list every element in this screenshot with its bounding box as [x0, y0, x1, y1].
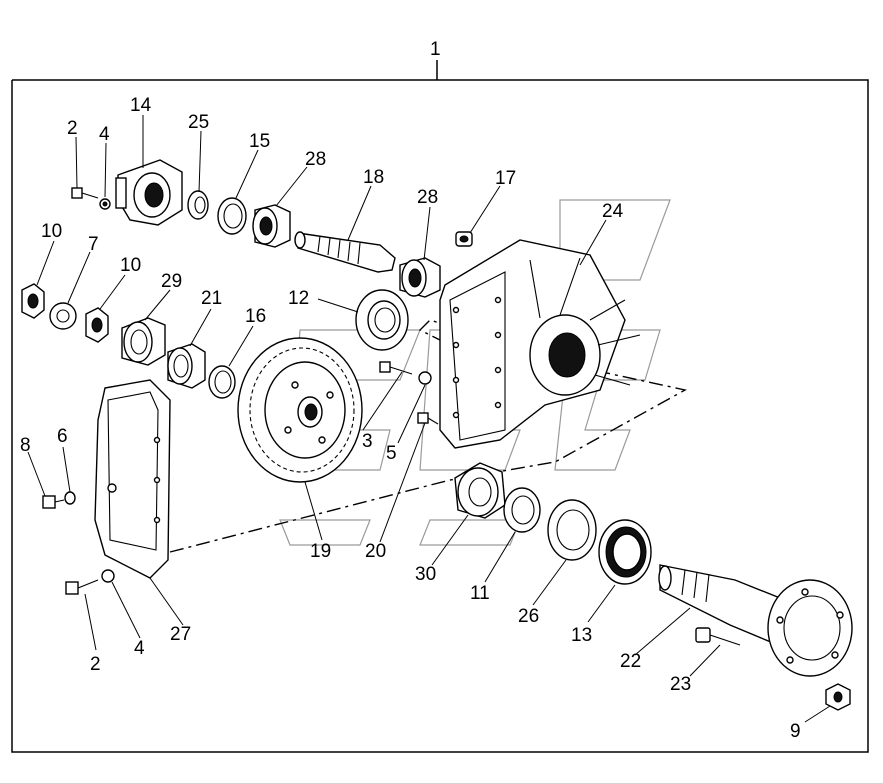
callout-19: 19 — [310, 541, 331, 562]
callout-18: 18 — [363, 167, 384, 188]
callout-6: 6 — [57, 426, 68, 447]
callout-12: 12 — [288, 288, 309, 309]
washer-six-part — [64, 491, 76, 505]
callout-3: 3 — [362, 431, 373, 452]
callout-17: 17 — [495, 168, 516, 189]
flange-housing-part — [115, 159, 183, 226]
callout-26: 26 — [518, 606, 539, 627]
ring-part — [217, 197, 247, 235]
nut-nine-part — [825, 683, 851, 711]
callout-25: 25 — [188, 112, 209, 133]
bolt-twenty-part — [417, 412, 439, 425]
castle-nut-left-part — [21, 283, 45, 319]
callout-23: 23 — [670, 674, 691, 695]
callout-20: 20 — [365, 541, 386, 562]
splined-shaft-part — [294, 231, 396, 273]
callout-4-bottom: 4 — [134, 638, 145, 659]
callout-8: 8 — [20, 435, 31, 456]
bolt-three-part — [379, 361, 432, 385]
callout-28-left: 28 — [305, 149, 326, 170]
callout-11: 11 — [470, 583, 490, 604]
bolt-twenty-three-part — [695, 627, 741, 646]
callout-9: 9 — [790, 721, 801, 742]
callout-2-top: 2 — [67, 118, 78, 139]
callout-14: 14 — [130, 95, 152, 116]
callout-28-right: 28 — [417, 187, 438, 208]
callout-13: 13 — [571, 625, 592, 646]
callout-27: 27 — [170, 624, 191, 645]
plug-part — [455, 231, 473, 247]
callout-30: 30 — [415, 564, 436, 585]
callout-7: 7 — [88, 234, 99, 255]
lock-washer-part — [49, 302, 77, 330]
snap-ring-part — [208, 365, 236, 399]
small-bearing-part — [187, 190, 209, 220]
callout-4-top: 4 — [99, 124, 110, 145]
callout-2-bottom: 2 — [90, 654, 101, 675]
ball-bearing-part — [121, 317, 166, 366]
bearing-thirty-part — [454, 462, 506, 519]
bolt-bottom-part — [65, 569, 115, 595]
bearing-race-part — [503, 487, 541, 533]
leader-lines — [27, 115, 831, 723]
callout-15: 15 — [249, 131, 270, 152]
callout-labels: 1 2 4 14 25 15 28 18 28 17 24 10 7 10 29… — [20, 39, 801, 742]
bolt-top-part — [71, 187, 111, 210]
large-gear-part — [237, 337, 363, 483]
roller-bearing-part — [167, 343, 206, 389]
castle-nut-right-part — [85, 307, 109, 343]
callout-24: 24 — [602, 201, 624, 222]
gearbox-housing-part — [439, 239, 641, 449]
callout-10-right: 10 — [120, 255, 141, 276]
callout-1: 1 — [430, 39, 441, 60]
bolt-eight-part — [42, 495, 65, 509]
callout-22: 22 — [620, 651, 641, 672]
callout-10-left: 10 — [41, 221, 62, 242]
assembly-frame — [11, 60, 869, 753]
callout-29: 29 — [161, 271, 182, 292]
callout-21: 21 — [201, 288, 222, 309]
tapered-bearing-left-part — [252, 204, 291, 248]
seal-ring-part — [355, 289, 409, 351]
spacer-ring-part — [547, 499, 597, 561]
callout-16: 16 — [245, 306, 266, 327]
callout-5: 5 — [386, 443, 397, 464]
output-shaft-flange-part — [658, 564, 853, 677]
oil-seal-part — [598, 519, 652, 585]
cover-part — [94, 379, 171, 579]
tapered-bearing-right-part — [399, 257, 441, 298]
